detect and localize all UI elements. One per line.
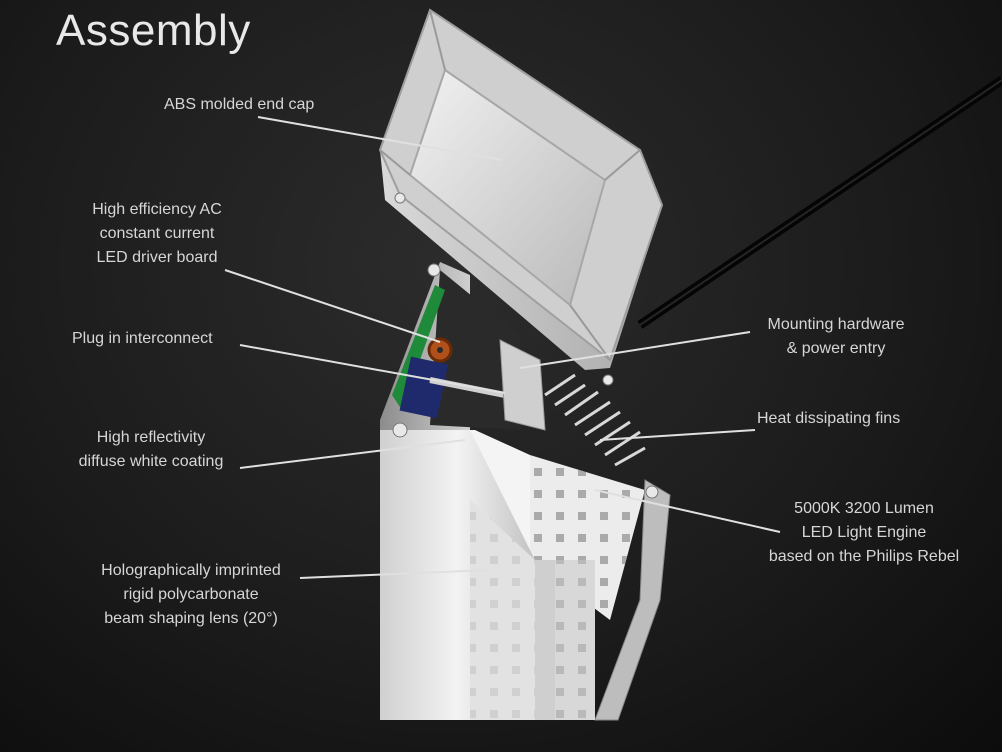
label-driver-board: High efficiency AC constant current LED …: [92, 201, 222, 266]
label-end-cap: ABS molded end cap: [164, 96, 315, 113]
label-lens: Holographically imprinted rigid polycarb…: [101, 562, 281, 627]
fixture-housing: [380, 262, 671, 721]
label-light-engine: 5000K 3200 Lumen LED Light Engine based …: [768, 500, 960, 565]
page-title: Assembly: [56, 6, 251, 55]
end-cap: [378, 8, 664, 386]
label-mounting: Mounting hardware & power entry: [767, 316, 905, 357]
label-coating: High reflectivity diffuse white coating: [78, 429, 224, 470]
leader-lines: [224, 116, 781, 579]
label-fins: Heat dissipating fins: [757, 410, 901, 427]
label-interconnect: Plug in interconnect: [72, 330, 213, 347]
driver-board: [392, 285, 445, 410]
